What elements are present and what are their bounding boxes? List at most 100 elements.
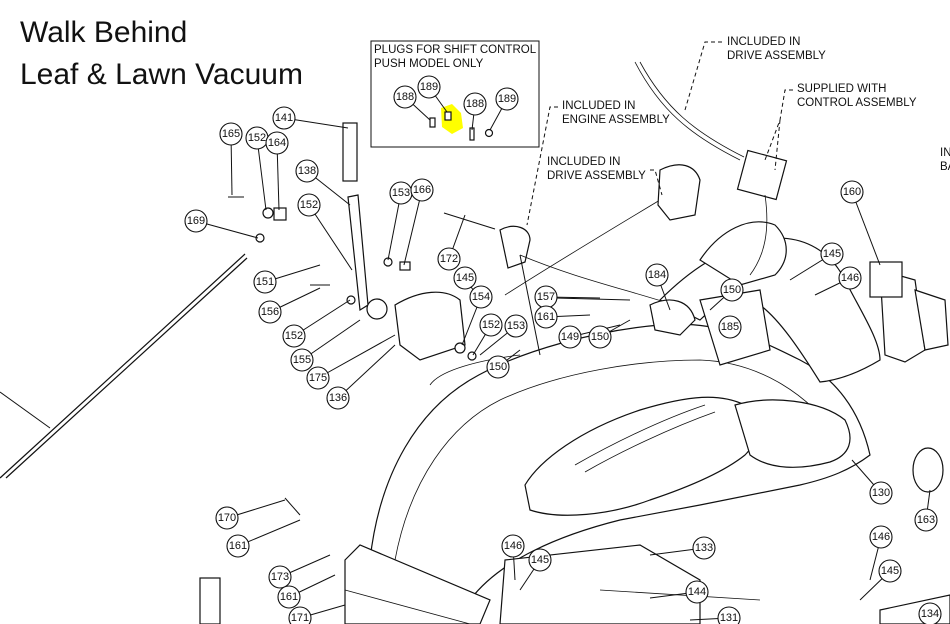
control-cable bbox=[634, 61, 741, 161]
callout-leader bbox=[317, 334, 396, 379]
callout-bubble bbox=[528, 548, 552, 572]
callout-bubble bbox=[718, 315, 742, 339]
callout-number: 153 bbox=[507, 320, 525, 332]
engine-shroud bbox=[699, 221, 787, 286]
callout-bubble bbox=[453, 266, 477, 290]
callout-bubble bbox=[501, 534, 525, 558]
callout-bubble bbox=[645, 263, 669, 287]
callout-number: 169 bbox=[187, 215, 205, 227]
callout-number: 152 bbox=[482, 319, 500, 331]
callout-number: 173 bbox=[271, 571, 289, 583]
note-control-b: CONTROL ASSEMBLY bbox=[797, 97, 917, 109]
callout-number: 165 bbox=[222, 128, 240, 140]
callout-bubble bbox=[184, 209, 208, 233]
engine-cable bbox=[504, 199, 661, 296]
nut bbox=[273, 207, 287, 221]
wheel-bracket bbox=[199, 577, 221, 624]
callout-number: 184 bbox=[648, 269, 666, 281]
callout-bubble bbox=[265, 131, 289, 155]
callout-bubble bbox=[486, 355, 510, 379]
callout-leader bbox=[301, 319, 361, 361]
leader-line bbox=[526, 106, 558, 226]
callout-number: 133 bbox=[695, 542, 713, 554]
callout-number: 150 bbox=[723, 284, 741, 296]
callout-bubble bbox=[558, 325, 582, 349]
right-cap bbox=[912, 447, 944, 493]
leader-line bbox=[764, 89, 793, 171]
callout-bubble bbox=[295, 159, 319, 183]
plugs-note-line-1: PLUGS FOR SHIFT CONTROL bbox=[374, 44, 537, 56]
callout-bubble bbox=[869, 481, 893, 505]
drive-cable bbox=[749, 194, 768, 276]
washer-152b bbox=[467, 351, 477, 361]
callout-number: 157 bbox=[537, 291, 555, 303]
callout-bubble bbox=[479, 313, 503, 337]
screw bbox=[255, 233, 265, 243]
callout-number: 150 bbox=[591, 331, 609, 343]
panel-rib bbox=[584, 411, 716, 473]
callout-bubble bbox=[504, 314, 528, 338]
callout-bubble bbox=[306, 366, 330, 390]
callout-number: 150 bbox=[489, 361, 507, 373]
callout-number: 146 bbox=[504, 540, 522, 552]
callout-number: 160 bbox=[843, 186, 861, 198]
callout-bubble bbox=[820, 242, 844, 266]
callout-bubble bbox=[437, 247, 461, 271]
throttle-rod bbox=[519, 254, 541, 356]
plug-callout-number: 188 bbox=[466, 98, 484, 110]
callout-number: 170 bbox=[218, 512, 236, 524]
note-engine: INCLUDED IN bbox=[562, 100, 635, 112]
washer-152 bbox=[346, 295, 356, 305]
callout-bubble bbox=[253, 270, 277, 294]
frame-edge bbox=[344, 589, 471, 624]
callout-bubble bbox=[219, 122, 243, 146]
plug-callout-number: 189 bbox=[498, 93, 516, 105]
callout-bubble bbox=[838, 266, 862, 290]
bracket-plate bbox=[914, 289, 949, 351]
callout-leader bbox=[256, 137, 267, 211]
drive-part-184 bbox=[649, 299, 696, 336]
note-drive-2: INCLUDED IN bbox=[547, 156, 620, 168]
callout-number: 171 bbox=[291, 612, 309, 624]
vacuum-body bbox=[0, 61, 950, 624]
callout-number: 146 bbox=[841, 272, 859, 284]
plug-part bbox=[484, 128, 494, 138]
cable-curve bbox=[429, 354, 521, 386]
plug-callout-bubble bbox=[495, 87, 519, 111]
plug-part bbox=[429, 117, 436, 128]
callout-leader bbox=[308, 204, 353, 271]
plug-callout-number: 188 bbox=[396, 91, 414, 103]
housing-contour bbox=[394, 359, 841, 561]
callout-number: 154 bbox=[472, 291, 490, 303]
callout-bubble bbox=[326, 386, 350, 410]
callout-bubble bbox=[268, 565, 292, 589]
callout-bubble bbox=[297, 193, 321, 217]
note-partial: IN bbox=[940, 147, 950, 159]
callout-number: 145 bbox=[531, 554, 549, 566]
note-control: SUPPLIED WITH bbox=[797, 83, 886, 95]
nut-166 bbox=[399, 261, 411, 271]
callout-number: 161 bbox=[280, 591, 298, 603]
callout-number: 175 bbox=[309, 372, 327, 384]
callout-bubble bbox=[258, 300, 282, 324]
leader-line bbox=[650, 169, 663, 196]
callout-bubble bbox=[277, 585, 301, 609]
note-drive-1: INCLUDED IN bbox=[727, 36, 800, 48]
callout-number: 130 bbox=[872, 487, 890, 499]
callout-bubble bbox=[290, 348, 314, 372]
deck-rod bbox=[599, 589, 761, 601]
callout-number: 146 bbox=[872, 531, 890, 543]
callout-number: 144 bbox=[688, 586, 706, 598]
handle-bar-edge bbox=[5, 257, 248, 479]
callout-number: 136 bbox=[329, 392, 347, 404]
callout-number: 161 bbox=[229, 540, 247, 552]
lower-frame bbox=[344, 544, 491, 624]
callout-bubble bbox=[840, 180, 864, 204]
callout-number: 145 bbox=[823, 248, 841, 260]
assembly-notes: INCLUDED IN DRIVE ASSEMBLY SUPPLIED WITH… bbox=[526, 36, 950, 226]
callout-number: 152 bbox=[248, 132, 266, 144]
callout-number: 153 bbox=[392, 187, 410, 199]
callout-number: 145 bbox=[456, 272, 474, 284]
